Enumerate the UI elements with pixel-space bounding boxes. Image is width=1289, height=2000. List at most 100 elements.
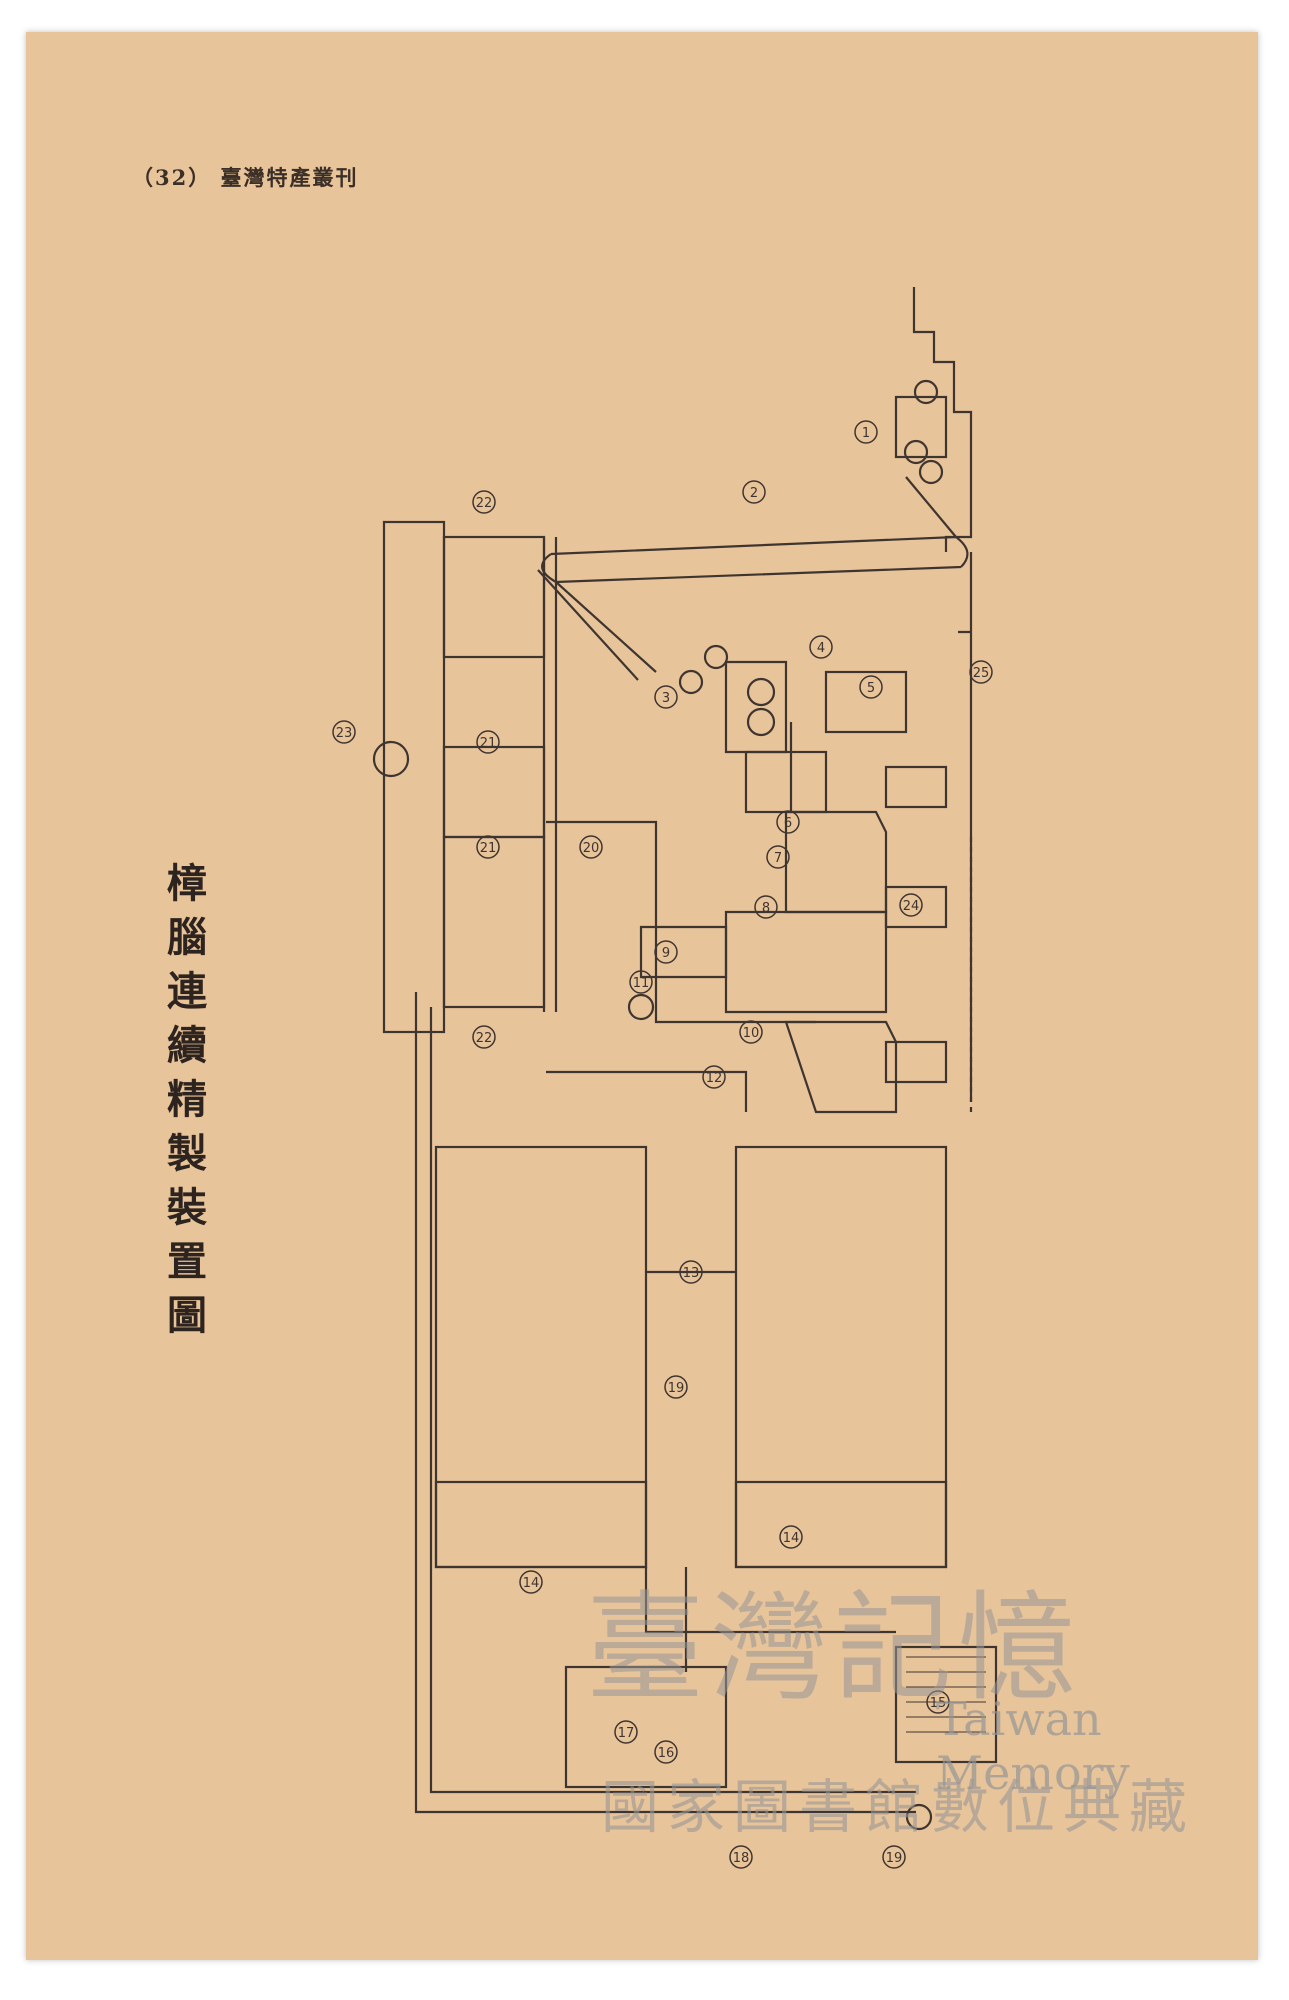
condenser-21-upper [442,535,546,659]
svg-text:4: 4 [817,641,825,656]
svg-text:11: 11 [633,976,650,991]
svg-text:24: 24 [903,899,920,914]
tank-13-right [734,1145,948,1569]
apparatus-diagram: 1 2 3 4 5 6 7 8 9 10 11 12 13 14 14 15 1… [332,287,998,1869]
svg-text:19: 19 [668,1381,685,1396]
label-1: 1 [854,420,878,444]
label-12: 12 [702,1065,726,1089]
tank-15-hatch [906,1656,986,1733]
label-19-mid: 19 [664,1375,688,1399]
svg-text:1: 1 [862,426,870,441]
tank-13-left [434,1145,648,1569]
label-21-upper: 21 [476,730,500,754]
label-21-lower: 21 [476,835,500,859]
page-header: （32） 臺灣特產叢刊 [132,162,359,192]
tank-14-right [734,1480,948,1569]
label-25: 25 [969,660,993,684]
label-18: 18 [729,1845,753,1869]
svg-text:16: 16 [658,1746,675,1761]
label-8: 8 [754,895,778,919]
top-structure [912,287,973,552]
label-22-top: 22 [472,490,496,514]
return-pipe [414,992,916,1814]
svg-text:21: 21 [480,841,497,856]
svg-text:17: 17 [618,1726,635,1741]
label-5: 5 [859,675,883,699]
condenser-21-mid [442,745,546,839]
label-10: 10 [739,1020,763,1044]
watermark-latin: Taiwan Memory [936,1692,1130,1800]
svg-text:10: 10 [743,1026,760,1041]
vessel-10 [784,1020,898,1114]
label-15: 15 [926,1690,950,1714]
vessel-9 [639,925,728,979]
label-22-bottom: 22 [472,1025,496,1049]
label-2: 2 [742,480,766,504]
svg-text:25: 25 [973,666,990,681]
svg-text:8: 8 [762,901,770,916]
feeder-chute [905,476,957,538]
label-3: 3 [654,685,678,709]
page-number: （32） [132,165,212,190]
label-20: 20 [579,835,603,859]
condenser-outer [382,520,446,1034]
svg-text:5: 5 [867,681,875,696]
roller-mid2 [918,459,944,485]
tank-14-left [434,1480,648,1569]
svg-text:7: 7 [774,851,782,866]
unit-25r [884,1040,948,1084]
label-9: 9 [654,940,678,964]
watermark-script: 臺灣記憶 [586,1579,1083,1717]
svg-text:22: 22 [476,1031,493,1046]
label-13: 13 [679,1260,703,1284]
inter-pipe [644,1567,896,1672]
condenser-21-lower [442,835,546,1009]
figure-title: 樟腦連續精製裝置圖 [160,862,207,1348]
label-7: 7 [766,845,790,869]
journal-title: 臺灣特產叢刊 [220,165,359,190]
svg-text:12: 12 [706,1071,723,1086]
label-14-left: 14 [519,1570,543,1594]
label-19-bottom: 19 [882,1845,906,1869]
svg-text:22: 22 [476,496,493,511]
condenser-16 [564,1665,728,1789]
svg-text:13: 13 [683,1266,700,1281]
roller-3a [678,669,704,695]
pipe-20 [546,820,816,1024]
pump-19 [905,1803,933,1831]
vessel-7 [784,810,888,914]
svg-text:15: 15 [930,1696,947,1711]
vessel-8 [724,910,888,1014]
label-14-right: 14 [779,1525,803,1549]
roller-mid [903,439,929,465]
roller-3b [703,644,729,670]
label-17: 17 [614,1720,638,1744]
conveyor-incline [537,569,657,681]
tank-15 [894,1645,998,1764]
unit-22r [884,765,948,809]
svg-text:14: 14 [523,1576,540,1591]
label-4: 4 [809,635,833,659]
fan-23 [372,740,410,778]
unit-24 [884,885,948,929]
conveyor-belt [541,535,969,584]
label-16: 16 [654,1740,678,1764]
feeder-box [894,395,948,459]
stirrer-vessel [744,750,828,814]
svg-text:18: 18 [733,1851,750,1866]
pump-11 [627,993,655,1021]
roller-4b [746,707,776,737]
watermark-institution: 國家圖書館數位典藏 [601,1773,1196,1841]
duct-19 [542,537,558,1012]
svg-text:6: 6 [784,816,792,831]
unit-22r-top [824,670,908,734]
crusher-frame [724,660,788,754]
label-24: 24 [899,893,923,917]
scanned-page: （32） 臺灣特產叢刊 樟腦連續精製裝置圖 [26,32,1258,1960]
pipe-12 [546,1070,748,1112]
roller-4a [746,677,776,707]
svg-text:21: 21 [480,736,497,751]
svg-text:23: 23 [336,726,353,741]
svg-text:14: 14 [783,1531,800,1546]
right-wall [958,552,973,1102]
